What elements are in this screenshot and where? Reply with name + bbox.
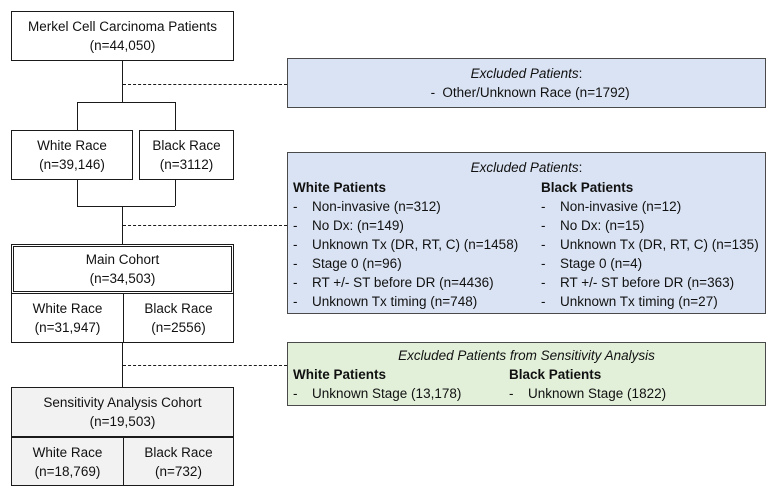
excluded-sensitivity-black-item: Unknown Stage (1822) <box>509 384 666 403</box>
sensitivity-cohort-black: Black Race (n=732) <box>124 438 233 485</box>
main-cohort-white: White Race (n=31,947) <box>12 294 124 342</box>
main-cohort-title: Main Cohort <box>85 252 160 267</box>
box-all-patients: Merkel Cell Carcinoma Patients (n=44,050… <box>11 11 234 61</box>
black-race-title: Black Race <box>152 138 221 153</box>
dashed-connector-race-exclusion <box>123 84 287 85</box>
box-sensitivity-cohort: Sensitivity Analysis Cohort (n=19,503) <box>11 387 234 437</box>
excluded-main-black-item: Unknown Tx (DR, RT, C) (n=135) <box>541 235 759 254</box>
excluded-main-white-item: Non-invasive (n=312) <box>293 197 518 216</box>
sensitivity-cohort-black-count: (n=732) <box>155 463 202 479</box>
box-main-cohort-split: White Race (n=31,947) Black Race (n=2556… <box>11 294 234 343</box>
sensitivity-cohort-black-title: Black Race <box>144 444 213 460</box>
excluded-main-black-item: RT +/- ST before DR (n=363) <box>541 273 759 292</box>
white-race-title: White Race <box>37 138 107 153</box>
main-cohort-count: (n=34,503) <box>89 271 156 286</box>
excluded-sensitivity-white-column: White Patients Unknown Stage (13,178) <box>293 365 461 403</box>
excluded-main-white-item: Stage 0 (n=96) <box>293 254 518 273</box>
excluded-main-white-item: Unknown Tx timing (n=748) <box>293 292 518 311</box>
excluded-sensitivity-white-heading: White Patients <box>293 367 387 382</box>
excluded-main-black-heading: Black Patients <box>541 180 634 195</box>
excluded-main-title: Excluded Patients: <box>470 160 583 175</box>
connector-main-to-sensitivity <box>122 343 123 387</box>
excluded-sensitivity-black-column: Black Patients Unknown Stage (1822) <box>509 365 666 403</box>
excluded-main-white-item: No Dx: (n=149) <box>293 216 518 235</box>
box-excluded-main: Excluded Patients: White Patients Non-in… <box>287 152 766 314</box>
all-patients-count: (n=44,050) <box>89 38 156 53</box>
box-black-race: Black Race (n=3112) <box>139 130 234 180</box>
sensitivity-cohort-white-count: (n=18,769) <box>34 463 101 479</box>
box-main-cohort: Main Cohort (n=34,503) <box>11 244 234 294</box>
excluded-main-black-item: Stage 0 (n=4) <box>541 254 759 273</box>
excluded-sensitivity-black-heading: Black Patients <box>509 367 602 382</box>
box-excluded-sensitivity: Excluded Patients from Sensitivity Analy… <box>287 342 766 406</box>
excluded-main-white-item: RT +/- ST before DR (n=4436) <box>293 273 518 292</box>
main-cohort-black: Black Race (n=2556) <box>124 294 233 342</box>
excluded-race-list: Other/Unknown Race (n=1792) <box>288 83 765 102</box>
excluded-main-white-column: White Patients Non-invasive (n=312) No D… <box>293 178 518 311</box>
main-cohort-white-title: White Race <box>32 301 103 316</box>
connector-from-black <box>175 180 176 206</box>
excluded-main-black-column: Black Patients Non-invasive (n=12) No Dx… <box>541 178 759 311</box>
box-white-race: White Race (n=39,146) <box>11 130 133 180</box>
box-sensitivity-cohort-split: White Race (n=18,769) Black Race (n=732) <box>11 437 234 486</box>
white-race-count: (n=39,146) <box>39 157 105 172</box>
connector-split-race <box>77 102 175 103</box>
all-patients-title: Merkel Cell Carcinoma Patients <box>27 19 218 34</box>
excluded-main-white-item: Unknown Tx (DR, RT, C) (n=1458) <box>293 235 518 254</box>
dashed-connector-main-exclusion <box>123 225 287 226</box>
connector-to-main <box>122 206 123 244</box>
dashed-connector-sensitivity-exclusion <box>123 365 287 366</box>
excluded-sensitivity-title: Excluded Patients from Sensitivity Analy… <box>398 348 655 363</box>
main-cohort-white-count: (n=31,947) <box>34 320 101 335</box>
black-race-count: (n=3112) <box>159 157 214 172</box>
main-cohort-black-title: Black Race <box>144 301 213 316</box>
excluded-race-item: Other/Unknown Race (n=1792) <box>423 85 629 100</box>
connector-from-white <box>77 180 78 206</box>
sensitivity-cohort-white-title: White Race <box>32 444 103 460</box>
excluded-main-black-item: No Dx: (n=15) <box>541 216 759 235</box>
excluded-sensitivity-white-item: Unknown Stage (13,178) <box>293 384 461 403</box>
excluded-main-white-heading: White Patients <box>293 180 387 195</box>
sensitivity-cohort-title: Sensitivity Analysis Cohort <box>43 395 202 410</box>
connector-to-black <box>175 102 176 130</box>
connector-to-white <box>77 102 78 130</box>
sensitivity-cohort-white: White Race (n=18,769) <box>12 438 124 485</box>
sensitivity-cohort-count: (n=19,503) <box>89 414 156 429</box>
connector-merge-race <box>77 206 175 207</box>
excluded-main-black-item: Unknown Tx timing (n=27) <box>541 292 759 311</box>
excluded-race-title: Excluded Patients: <box>470 66 583 81</box>
connector-top-down <box>122 61 123 102</box>
box-excluded-race: Excluded Patients: Other/Unknown Race (n… <box>287 58 766 108</box>
main-cohort-black-count: (n=2556) <box>151 320 206 335</box>
excluded-main-black-item: Non-invasive (n=12) <box>541 197 759 216</box>
